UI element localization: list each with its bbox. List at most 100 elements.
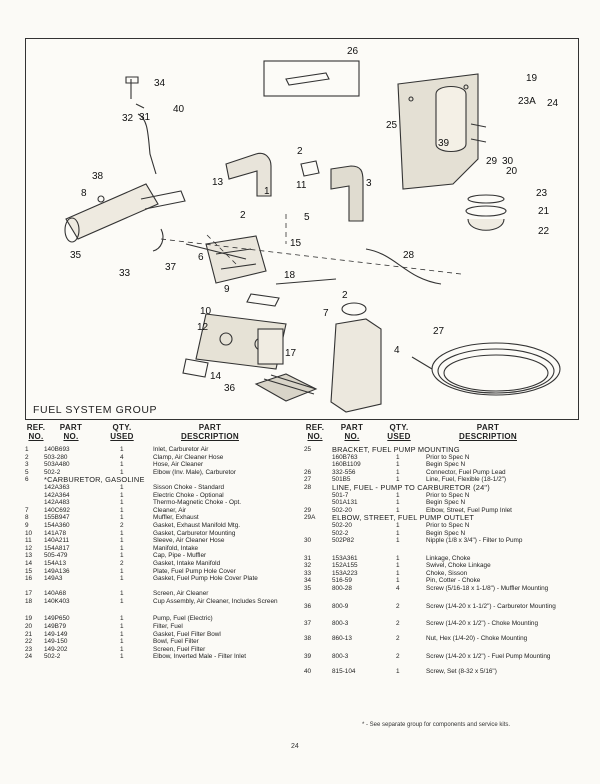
callout-7: 7 [323,308,329,319]
cell-part: 502-20 [332,521,352,529]
header-ref-line2: NO. [307,431,323,441]
cell-desc: Sleeve, Air Cleaner Hose [153,537,225,545]
cell-part: 815-104 [332,668,356,676]
cell-desc: Plate, Fuel Pump Hole Cover [153,567,236,575]
cell-desc: Sisson Choke - Standard [153,483,225,491]
cell-part: 800-3 [332,653,349,660]
cell-qty: 1 [396,529,400,537]
cell-desc: Muffler, Exhaust [153,514,199,522]
cell-part: 154A13 [44,559,67,567]
cell-ref: 19 [25,615,33,623]
cell-qty: 1 [120,645,124,653]
cell-part: 503A480 [44,461,70,469]
air-cleaner-drawing [330,302,382,413]
callout-9: 9 [224,284,230,295]
cell-qty: 1 [396,577,400,585]
table-group-row: 6*CARBURETOR, GASOLINE [25,476,293,484]
cell-qty: 2 [120,559,124,567]
cell-desc: Bowl, Fuel Filter [153,638,199,646]
callout-11: 11 [296,180,307,191]
cell-ref: 40 [304,668,312,676]
cell-ref: 34 [304,577,312,585]
cell-part: 140B693 [44,446,70,453]
cell-qty: 1 [396,461,400,469]
cell-ref: 7 [25,506,29,514]
cell-part: 160B763 [332,453,358,461]
cell-desc: Cap, Pipe - Muffler [153,552,207,560]
callout-31: 31 [139,112,151,123]
table-group-row: 25 BRACKET, FUEL PUMP MOUNTING [304,446,580,454]
cell-ref: 18 [25,597,33,605]
cell-qty: 1 [120,529,124,537]
cell-part: 332-556 [332,468,356,476]
cell-qty: 1 [396,668,400,676]
cell-ref: 33 [304,569,312,577]
callout-36: 36 [224,383,236,394]
header-qty-line2: USED [387,431,411,441]
cell-part: 140A68 [44,590,67,598]
cell-part: 502-2 [332,529,349,537]
cell-ref: 12 [25,544,33,552]
connector-inset [263,60,360,97]
header-part-line1: PART [340,423,364,432]
callout-23: 23 [536,188,548,199]
cell-ref: 28 [304,483,312,491]
cell-ref: 1 [25,446,29,453]
cell-desc: Filter, Fuel [153,623,183,631]
cell-desc: Gasket, Intake Manifold [153,559,221,567]
header-desc-line2: DESCRIPTION [181,431,239,441]
callout-26: 26 [347,46,359,57]
cell-ref: 14 [25,559,33,567]
cell-part: 149B79 [44,623,67,631]
cell-part: 153A223 [332,569,358,577]
cell-desc: Gasket, Fuel Filter Bowl [153,630,221,638]
cell-desc: Linkage, Choke [426,554,471,562]
cell-part: 149A3 [44,575,63,583]
cell-desc: *CARBURETOR, GASOLINE [44,475,145,485]
cell-desc: Pump, Fuel (Electric) [153,615,213,623]
cell-desc: Prior to Spec N [426,521,470,529]
cell-ref: 25 [304,446,312,453]
header-ref-line1: REF. [305,423,325,432]
cell-desc: Nut, Hex (1/4-20) - Choke Mounting [426,635,528,643]
callout-30: 30 [502,156,514,167]
cell-desc: Pin, Cotter - Choke [426,577,481,585]
callout-22: 22 [538,226,550,237]
header-qty-line1: QTY. [389,423,409,432]
muffler-drawing [64,183,186,252]
choke-linkage-drawing [125,76,157,175]
cell-desc: Cleaner, Air [153,506,187,514]
cell-desc: Gasket, Exhaust Manifold Mtg. [153,521,241,529]
cell-qty: 1 [396,569,400,577]
cell-qty: 1 [120,491,124,499]
cell-part: 502-2 [44,468,61,476]
table-row: 14 154A13 2 Gasket, Intake Manifold [25,560,293,568]
cell-ref: 2 [25,453,29,461]
callout-39: 39 [438,138,450,149]
cell-ref: 9 [25,521,29,529]
cell-qty: 1 [120,544,124,552]
cell-desc: BRACKET, FUEL PUMP MOUNTING [332,445,460,454]
cell-desc: Screw (5/16-18 x 1-1/8") - Muffler Mount… [426,585,549,593]
cell-ref: 16 [25,575,33,583]
cell-part: 860-13 [332,635,352,643]
cell-qty: 1 [396,537,400,545]
cell-desc: Elbow, Street, Fuel Pump Inlet [426,506,512,514]
